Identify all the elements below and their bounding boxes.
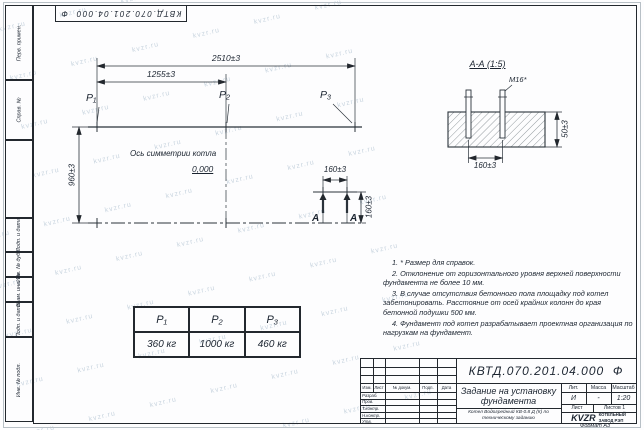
col-list: Лист [374, 385, 384, 390]
sheet-label: Лист [571, 405, 583, 411]
role-prov: Пров. [362, 399, 374, 405]
strip-label: Перв. примен. [16, 24, 22, 61]
tb-line [611, 383, 612, 404]
section-view-lines [447, 84, 562, 163]
tb-line [361, 375, 456, 376]
sheet-outer-border [3, 2, 641, 428]
tb-line [561, 404, 636, 405]
title-block: КВТД.070.201.04.000 Ф Изм. Лист № докум.… [360, 358, 637, 424]
tb-line [561, 383, 562, 423]
load-point-p3: Р₃ [320, 89, 332, 101]
section-letter-left: А [312, 213, 320, 224]
strip-label: Подп. и дата [16, 302, 22, 337]
load-table-value-p2: 1000 кг [189, 332, 245, 357]
strip-perv-primen: Перв. примен. [5, 5, 33, 80]
axis-label: Ось симметрии котла [130, 149, 217, 158]
strip-vzam-inv: Взам. инв. № [5, 272, 33, 307]
note-1: 1. * Размер для справок. [392, 258, 476, 267]
dim-half: 1255±3 [146, 69, 176, 79]
format-label: Формат А3 [580, 423, 611, 429]
bolt-label: М16* [509, 75, 527, 84]
doc-number: КВТД.070.201.04.000 Ф [468, 364, 624, 378]
load-point-p2: Р₂ [219, 89, 231, 101]
scale-header: Масштаб [612, 384, 635, 391]
strip-podp-data-2: Подп. и дата [5, 302, 33, 337]
mass-value: - [597, 394, 600, 402]
tb-line [361, 398, 456, 400]
tb-line [385, 359, 386, 423]
plan-view-lines [72, 58, 366, 228]
role-utv: Утв. [362, 419, 372, 425]
strip-podp-data-1: Подп. и дата [5, 218, 33, 252]
note-4: 4. Фундамент под котел разрабатывает про… [383, 318, 633, 337]
strip-sprav: Справ. № [5, 80, 33, 140]
mass-header: Масса [590, 384, 607, 391]
sheet-frame [33, 5, 637, 424]
corner-stamp: КВТД.070.201.04.000 Ф [55, 6, 187, 22]
tb-line [361, 367, 456, 368]
product-name: Котел Водогрейный КВ-0.8 Д (К) по технич… [468, 409, 549, 421]
drawing-title: Задание на установку фундамента [460, 385, 557, 406]
dim-bolt-horizontal: 160±3 [323, 165, 347, 174]
tb-line [361, 411, 456, 413]
company-name-line2: ЗАВОД РЭП [598, 417, 624, 423]
load-point-p1: Р₁ [86, 92, 97, 104]
strip-label: Подп. и дата [16, 217, 22, 253]
lit-header: Лит. [568, 384, 579, 391]
tb-line [419, 359, 420, 423]
tb-line [593, 404, 594, 412]
tb-line [456, 408, 561, 409]
col-doc: № докум. [392, 385, 412, 390]
col-izm: Изм. [362, 385, 372, 390]
tb-line [361, 418, 456, 420]
tb-line [456, 359, 457, 423]
company-logo-area: KVZR КОТЕЛЬНЫЙ ЗАВОД РЭП [561, 412, 636, 423]
strip-empty [5, 140, 33, 218]
level-mark: 0,000 [192, 164, 214, 174]
load-table-header-p2: Р₂ [189, 307, 245, 332]
load-table-header-p1: Р₁ [134, 307, 190, 332]
strip-inv-dubl: Инв. № дубл. [5, 248, 33, 281]
sheets-label: Листов 1 [603, 405, 626, 411]
role-nkontr: Н.контр. [362, 412, 381, 418]
note-2: 2. Отклонение от горизонтального уровня … [383, 269, 621, 288]
section-dim-width: 160±3 [473, 161, 497, 170]
strip-label: Справ. № [16, 97, 22, 123]
role-razrab: Разраб. [362, 392, 378, 398]
lit-value: И [570, 394, 576, 402]
load-table-header-p3: Р₃ [244, 307, 300, 332]
tb-line [361, 405, 456, 407]
corner-stamp-text: КВТД.070.201.04.000 Ф [60, 9, 182, 18]
dim-total: 2510±3 [211, 53, 241, 63]
tb-line [361, 383, 636, 384]
section-title: А-А (1:5) [469, 59, 506, 69]
role-tkontr: Т.контр. [362, 405, 380, 411]
note-3: 3. В случае отсутствия бетонного пола пл… [383, 289, 609, 317]
load-table: Р₁ Р₂ Р₃ 360 кг 1000 кг 460 кг [133, 306, 301, 358]
scale-value: 1:20 [616, 394, 631, 402]
load-table-value-p3: 460 кг [244, 332, 300, 357]
section-letter-right: А [350, 213, 358, 224]
tb-line [561, 412, 636, 413]
load-table-value-p1: 360 кг [134, 332, 190, 357]
kvzr-logo: KVZR [571, 412, 596, 423]
tb-line [361, 392, 456, 393]
tb-line [561, 392, 636, 393]
tb-line [586, 383, 587, 404]
tb-line [437, 359, 438, 423]
company-name-line1: КОТЕЛЬНЫЙ [598, 412, 626, 418]
strip-label: Инв. № подл. [16, 362, 23, 397]
strip-inv-podl: Инв. № подл. [5, 337, 33, 422]
notes-block: 1. * Размер для справок. 2. Отклонение о… [383, 258, 635, 339]
col-data: Дата [441, 385, 452, 390]
col-podp: Подп. [422, 385, 434, 390]
